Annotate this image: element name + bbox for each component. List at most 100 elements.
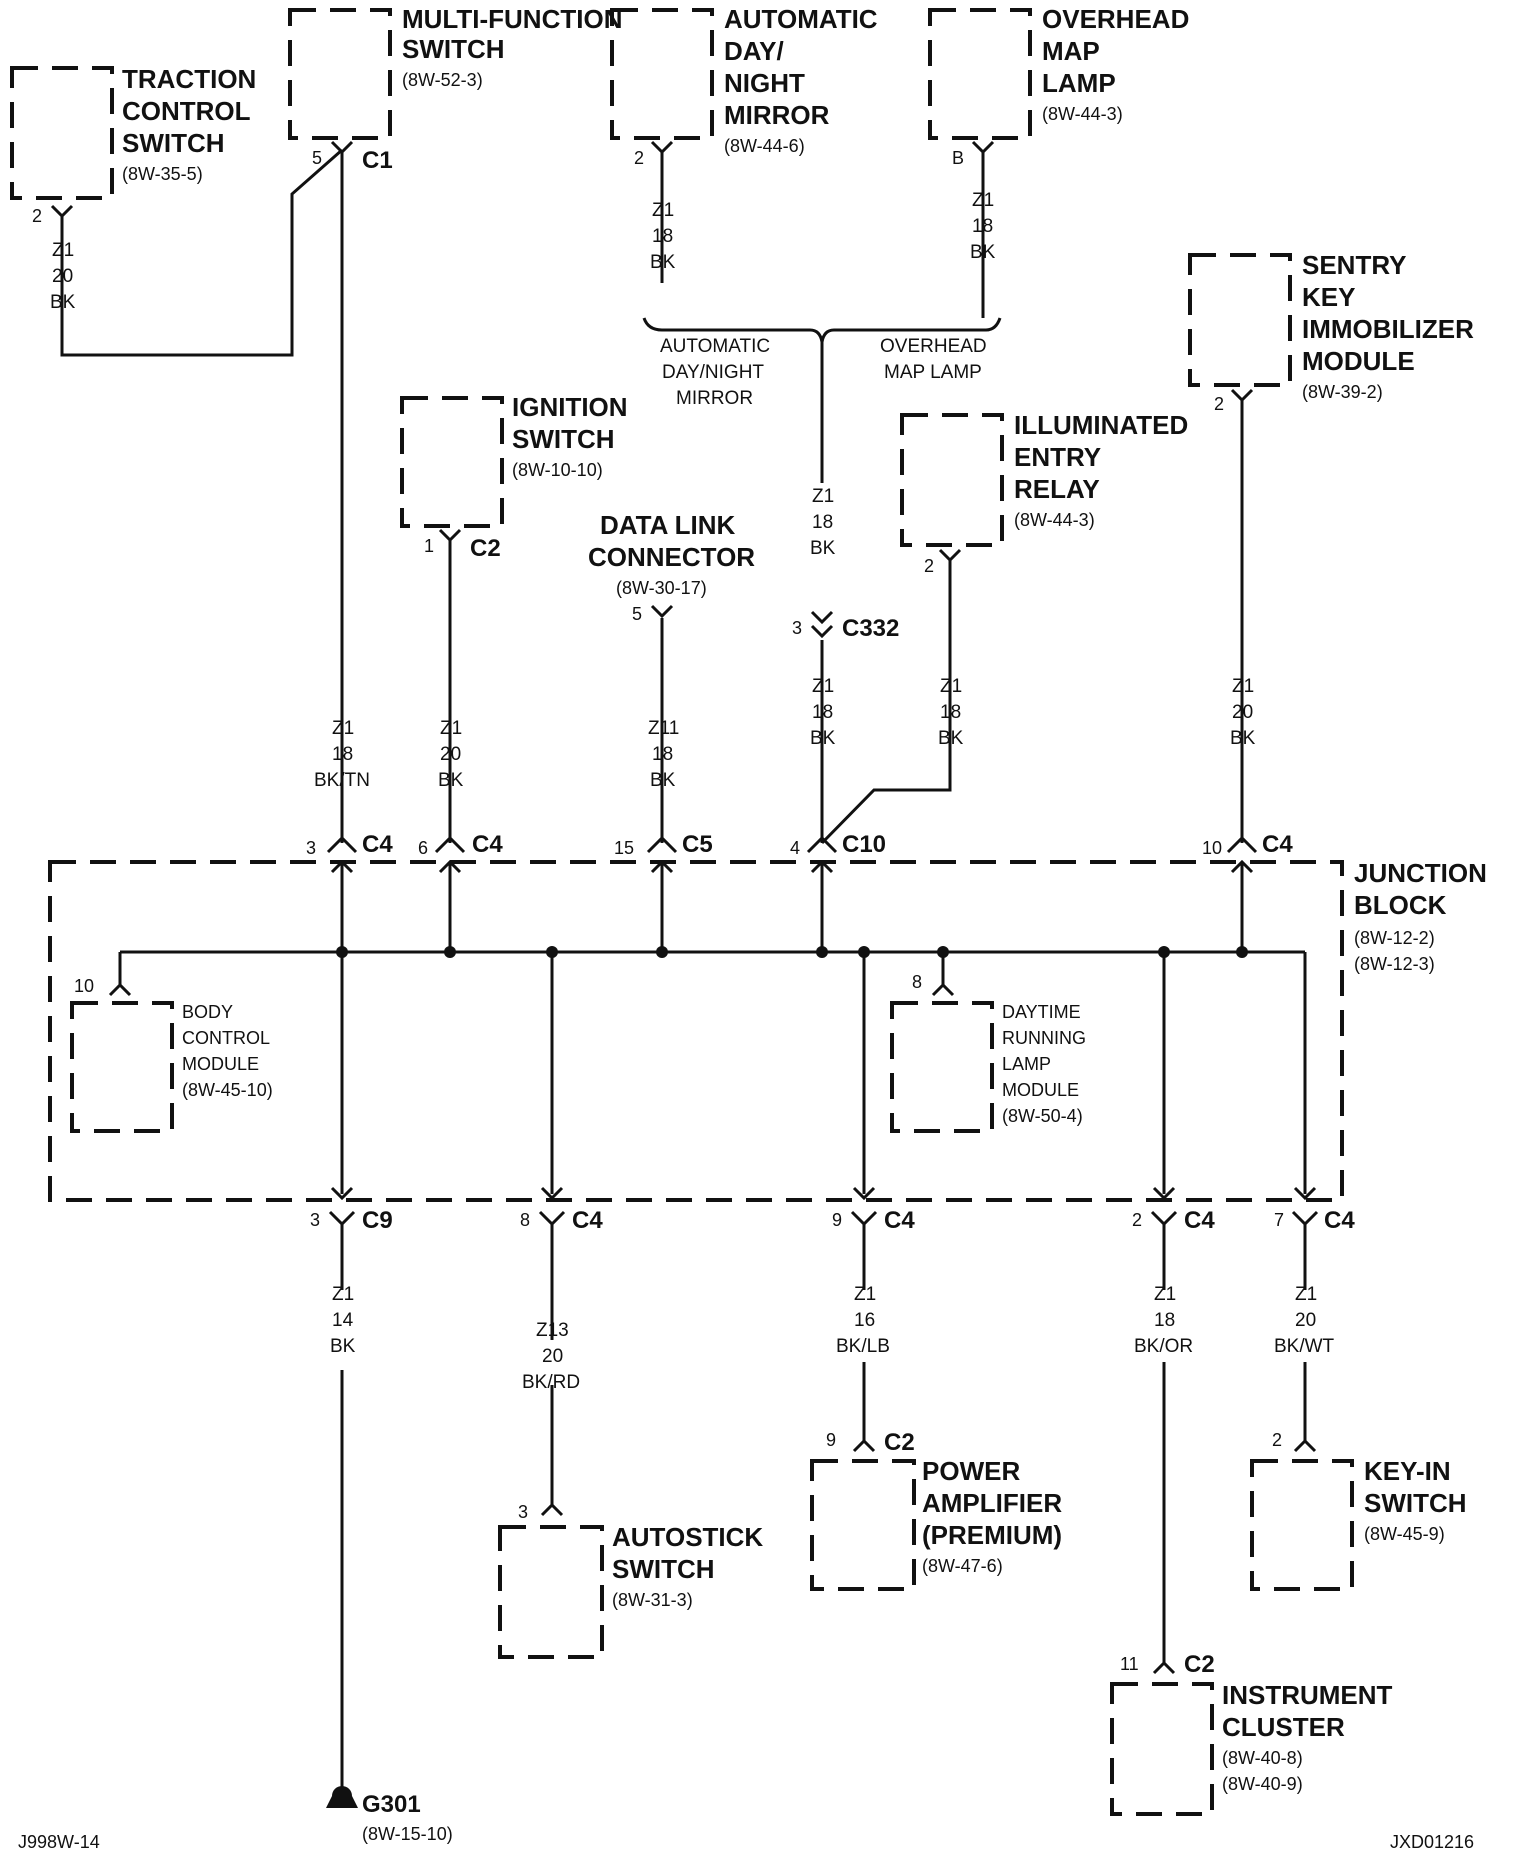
tc4-pin: 4: [790, 838, 800, 858]
mfs-pin: 5: [312, 148, 322, 168]
tc2-pin: 6: [418, 838, 428, 858]
amp-conn: C2: [884, 1429, 915, 1456]
illum-ref: (8W-44-3): [1014, 510, 1095, 530]
sentry-title-3: IMMOBILIZER: [1302, 314, 1474, 344]
bc2-pin: 8: [520, 1210, 530, 1230]
bc5-pin: 7: [1274, 1210, 1284, 1230]
maplamp-pin: B: [952, 148, 964, 168]
ignition-switch-box: [400, 396, 504, 528]
bottom-connector-symbols: [328, 1186, 1319, 1227]
b3-1: Z1: [854, 1284, 876, 1305]
power-amplifier-box: [810, 1459, 916, 1591]
maplamp-title-3: LAMP: [1042, 68, 1116, 98]
drl-line-1: DAYTIME: [1002, 1002, 1081, 1022]
drl-pin-num: 8: [912, 972, 922, 992]
b2-2: 20: [542, 1346, 563, 1367]
w1-2: 18: [332, 744, 353, 765]
keyin-title-1: KEY-IN: [1364, 1456, 1451, 1486]
splice-right-2: MAP LAMP: [884, 362, 982, 383]
b1-3: BK: [330, 1336, 356, 1357]
mirror-title-1: AUTOMATIC: [724, 4, 878, 34]
maplamp-title-2: MAP: [1042, 36, 1100, 66]
footer-right: JXD01216: [1390, 1832, 1474, 1852]
jb-title-1: JUNCTION: [1354, 858, 1487, 888]
w5-3: BK: [1230, 728, 1256, 749]
autostick-title-2: SWITCH: [612, 1554, 715, 1584]
cluster-pin: [1152, 1660, 1176, 1675]
b3-3: BK/LB: [836, 1336, 890, 1357]
b5-1: Z1: [1295, 1284, 1317, 1305]
traction-wire-3: BK: [50, 292, 76, 313]
mirror-title-4: MIRROR: [724, 100, 830, 130]
w2-1: Z1: [440, 718, 462, 739]
datalink-ref: (8W-30-17): [616, 578, 707, 598]
drl-line-3: LAMP: [1002, 1054, 1051, 1074]
drl-pin: [931, 982, 955, 997]
bus-splice-dots: [336, 946, 1248, 958]
autostick-ref: (8W-31-3): [612, 1590, 693, 1610]
w5-2: 20: [1232, 702, 1253, 723]
maplamp-title-1: OVERHEAD: [1042, 4, 1189, 34]
illum-wire-2: 18: [940, 702, 961, 723]
mfs-title-1: MULTI-FUNCTION: [402, 4, 622, 34]
c332-conn: C332: [842, 615, 899, 642]
b2-1: Z13: [536, 1320, 569, 1341]
w1-3: BK/TN: [314, 770, 370, 791]
c332-above-3: BK: [810, 538, 836, 559]
ignition-conn: C2: [470, 535, 501, 562]
instrument-cluster-box: [1110, 1682, 1214, 1816]
datalink-title-1: DATA LINK: [600, 510, 735, 540]
traction-title-1: TRACTION: [122, 64, 256, 94]
maplamp-wire-1: Z1: [972, 190, 994, 211]
footer-left: J998W-14: [18, 1832, 100, 1852]
w3-3: BK: [650, 770, 676, 791]
sentry-key-module-box: [1188, 253, 1292, 387]
c332-above-2: 18: [812, 512, 833, 533]
drl-line-2: RUNNING: [1002, 1028, 1086, 1048]
keyin-pin: [1293, 1438, 1317, 1453]
illum-title-1: ILLUMINATED: [1014, 410, 1188, 440]
traction-title-3: SWITCH: [122, 128, 225, 158]
overhead-map-lamp-box: [928, 8, 1032, 140]
b4-3: BK/OR: [1134, 1336, 1193, 1357]
cluster-pin-num: 11: [1120, 1654, 1139, 1674]
traction-wire-1: Z1: [52, 240, 74, 261]
w1-1: Z1: [332, 718, 354, 739]
ignition-pin: 1: [424, 536, 434, 556]
b5-2: 20: [1295, 1310, 1316, 1331]
amp-title-2: AMPLIFIER: [922, 1488, 1062, 1518]
drl-line-5: (8W-50-4): [1002, 1106, 1083, 1126]
b5-3: BK/WT: [1274, 1336, 1335, 1357]
datalink-pin: 5: [632, 604, 642, 624]
autostick-switch-box: [498, 1525, 604, 1659]
traction-control-switch-box: [10, 66, 114, 200]
traction-title-2: CONTROL: [122, 96, 251, 126]
amp-title-3: (PREMIUM): [922, 1520, 1062, 1550]
bc3-conn: C4: [884, 1207, 915, 1234]
drl-line-4: MODULE: [1002, 1080, 1079, 1100]
mirror-title-2: DAY/: [724, 36, 784, 66]
keyin-ref: (8W-45-9): [1364, 1524, 1445, 1544]
tc1-conn: C4: [362, 831, 393, 858]
c332-below-2: 18: [812, 702, 833, 723]
tc3-conn: C5: [682, 831, 713, 858]
body-control-module-box: [70, 1001, 174, 1133]
tc4-conn: C10: [842, 831, 886, 858]
wire-traction: [60, 148, 343, 357]
b1-1: Z1: [332, 1284, 354, 1305]
bcm-line-4: (8W-45-10): [182, 1080, 273, 1100]
c332-pin: 3: [792, 618, 802, 638]
amp-ref: (8W-47-6): [922, 1556, 1003, 1576]
cluster-ref-2: (8W-40-9): [1222, 1774, 1303, 1794]
mirror-title-3: NIGHT: [724, 68, 805, 98]
maplamp-wire-2: 18: [972, 216, 993, 237]
tc3-pin: 15: [614, 838, 634, 858]
splice-left-3: MIRROR: [676, 388, 753, 409]
maplamp-wire-3: BK: [970, 242, 996, 263]
auto-day-night-mirror-box: [610, 8, 714, 140]
mirror-wire-3: BK: [650, 252, 676, 273]
w3-2: 18: [652, 744, 673, 765]
maplamp-ref: (8W-44-3): [1042, 104, 1123, 124]
